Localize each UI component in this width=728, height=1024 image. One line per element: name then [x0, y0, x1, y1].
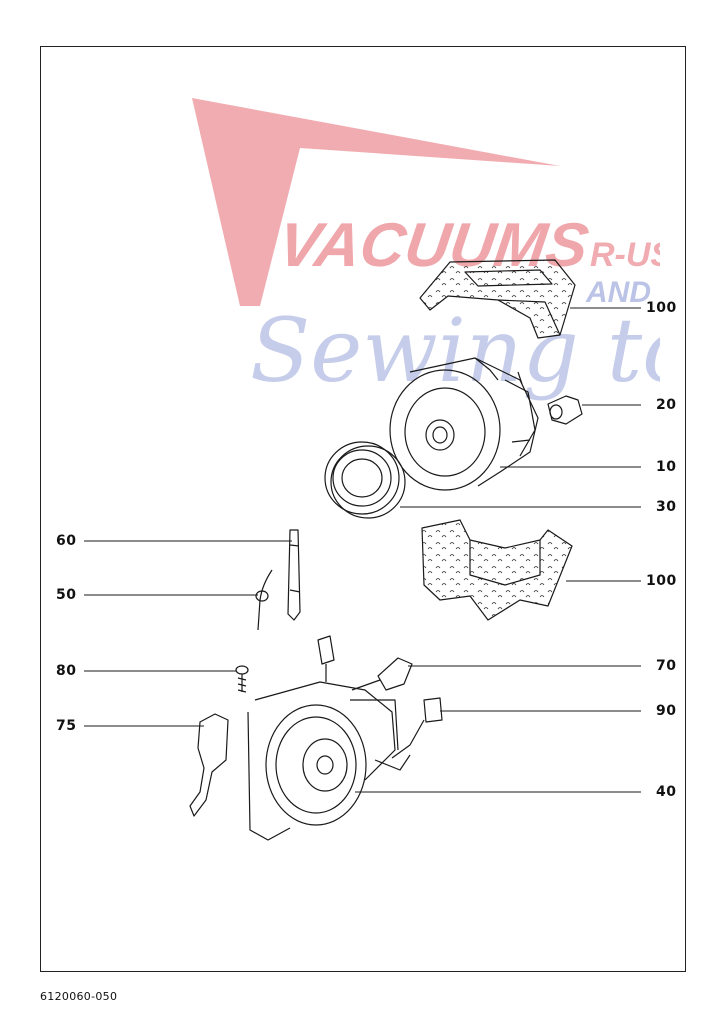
callout-40: 40 — [656, 784, 677, 800]
callout-30: 30 — [656, 499, 677, 515]
part-75-switch-arm — [189, 713, 229, 817]
callout-100-top: 100 — [646, 300, 677, 316]
callout-10: 10 — [656, 459, 677, 475]
callout-50: 50 — [56, 587, 77, 603]
callout-90: 90 — [656, 703, 677, 719]
part-40-cable-reel — [247, 681, 411, 841]
part-80-screw — [235, 665, 249, 693]
part-70-cord-clamp — [351, 657, 413, 691]
part-10-motor — [389, 357, 539, 491]
wire-harness — [317, 635, 335, 682]
part-30-ring-gasket — [324, 441, 406, 519]
part-50-spring — [255, 569, 273, 631]
drawing-frame — [40, 46, 686, 972]
document-code: 6120060-050 — [40, 990, 118, 1003]
callout-75: 75 — [56, 718, 77, 734]
part-20-carbon-brush — [547, 395, 583, 425]
part-100-bottom-foam — [421, 519, 573, 621]
part-90-connector — [391, 697, 443, 759]
part-60-lever — [287, 529, 301, 621]
callout-80: 80 — [56, 663, 77, 679]
callout-100-bottom: 100 — [646, 573, 677, 589]
leader-lines — [84, 307, 641, 793]
part-100-top-foam — [419, 259, 576, 339]
callout-60: 60 — [56, 533, 77, 549]
callout-70: 70 — [656, 658, 677, 674]
callout-20: 20 — [656, 397, 677, 413]
